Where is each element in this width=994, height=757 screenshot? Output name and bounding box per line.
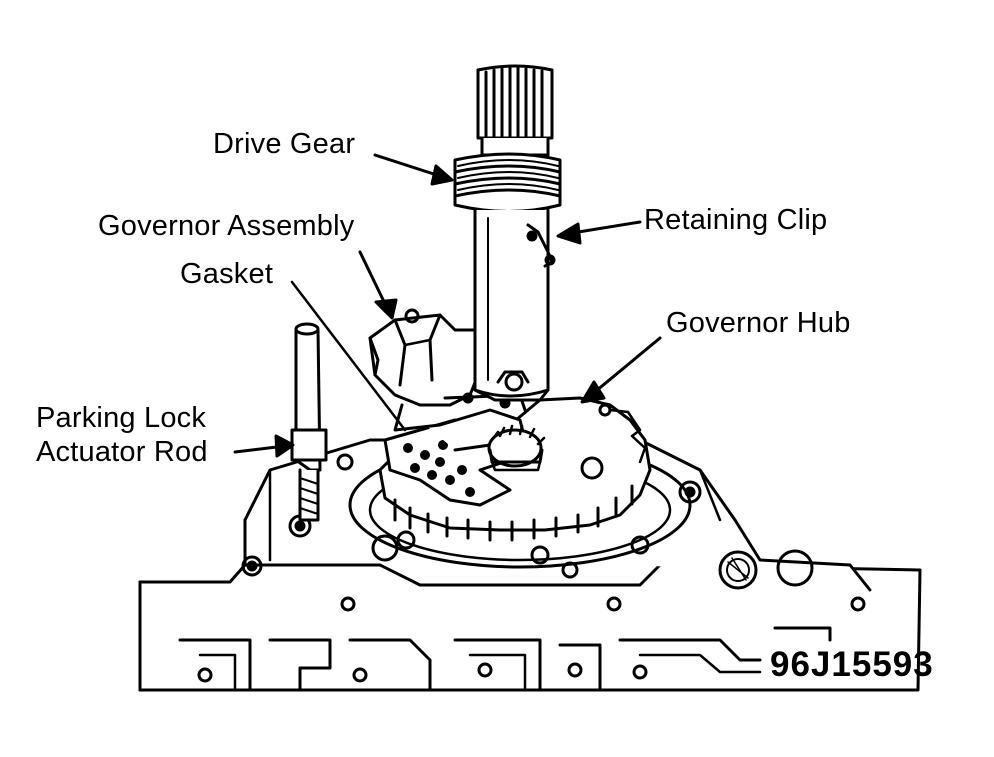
parking-lock-label-line2: Actuator Rod (36, 436, 208, 468)
valve-body (138, 555, 922, 692)
leader-arrows (233, 153, 662, 458)
drive-gear-label: Drive Gear (213, 128, 356, 160)
governor-assembly-label: Governor Assembly (98, 210, 355, 242)
gasket-label: Gasket (180, 258, 274, 290)
governor-assembly (368, 308, 546, 472)
parking-lock-label-line1: Parking Lock (36, 402, 207, 434)
output-shaft (453, 64, 562, 402)
figure-code: 96J15593 (770, 645, 934, 684)
parking-lock-rod (290, 322, 328, 522)
governor-hub-label: Governor Hub (666, 307, 851, 339)
retaining-clip-label: Retaining Clip (644, 204, 828, 236)
